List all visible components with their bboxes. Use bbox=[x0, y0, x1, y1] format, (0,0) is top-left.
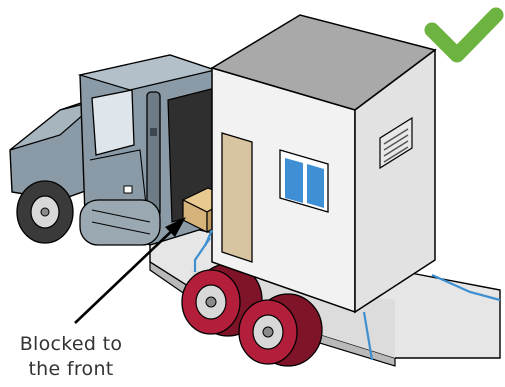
checkmark-icon bbox=[432, 15, 496, 55]
caption-line-2: the front bbox=[4, 357, 138, 381]
door bbox=[222, 133, 252, 262]
caption-line-1: Blocked to bbox=[4, 332, 138, 356]
portable-building bbox=[212, 15, 435, 312]
